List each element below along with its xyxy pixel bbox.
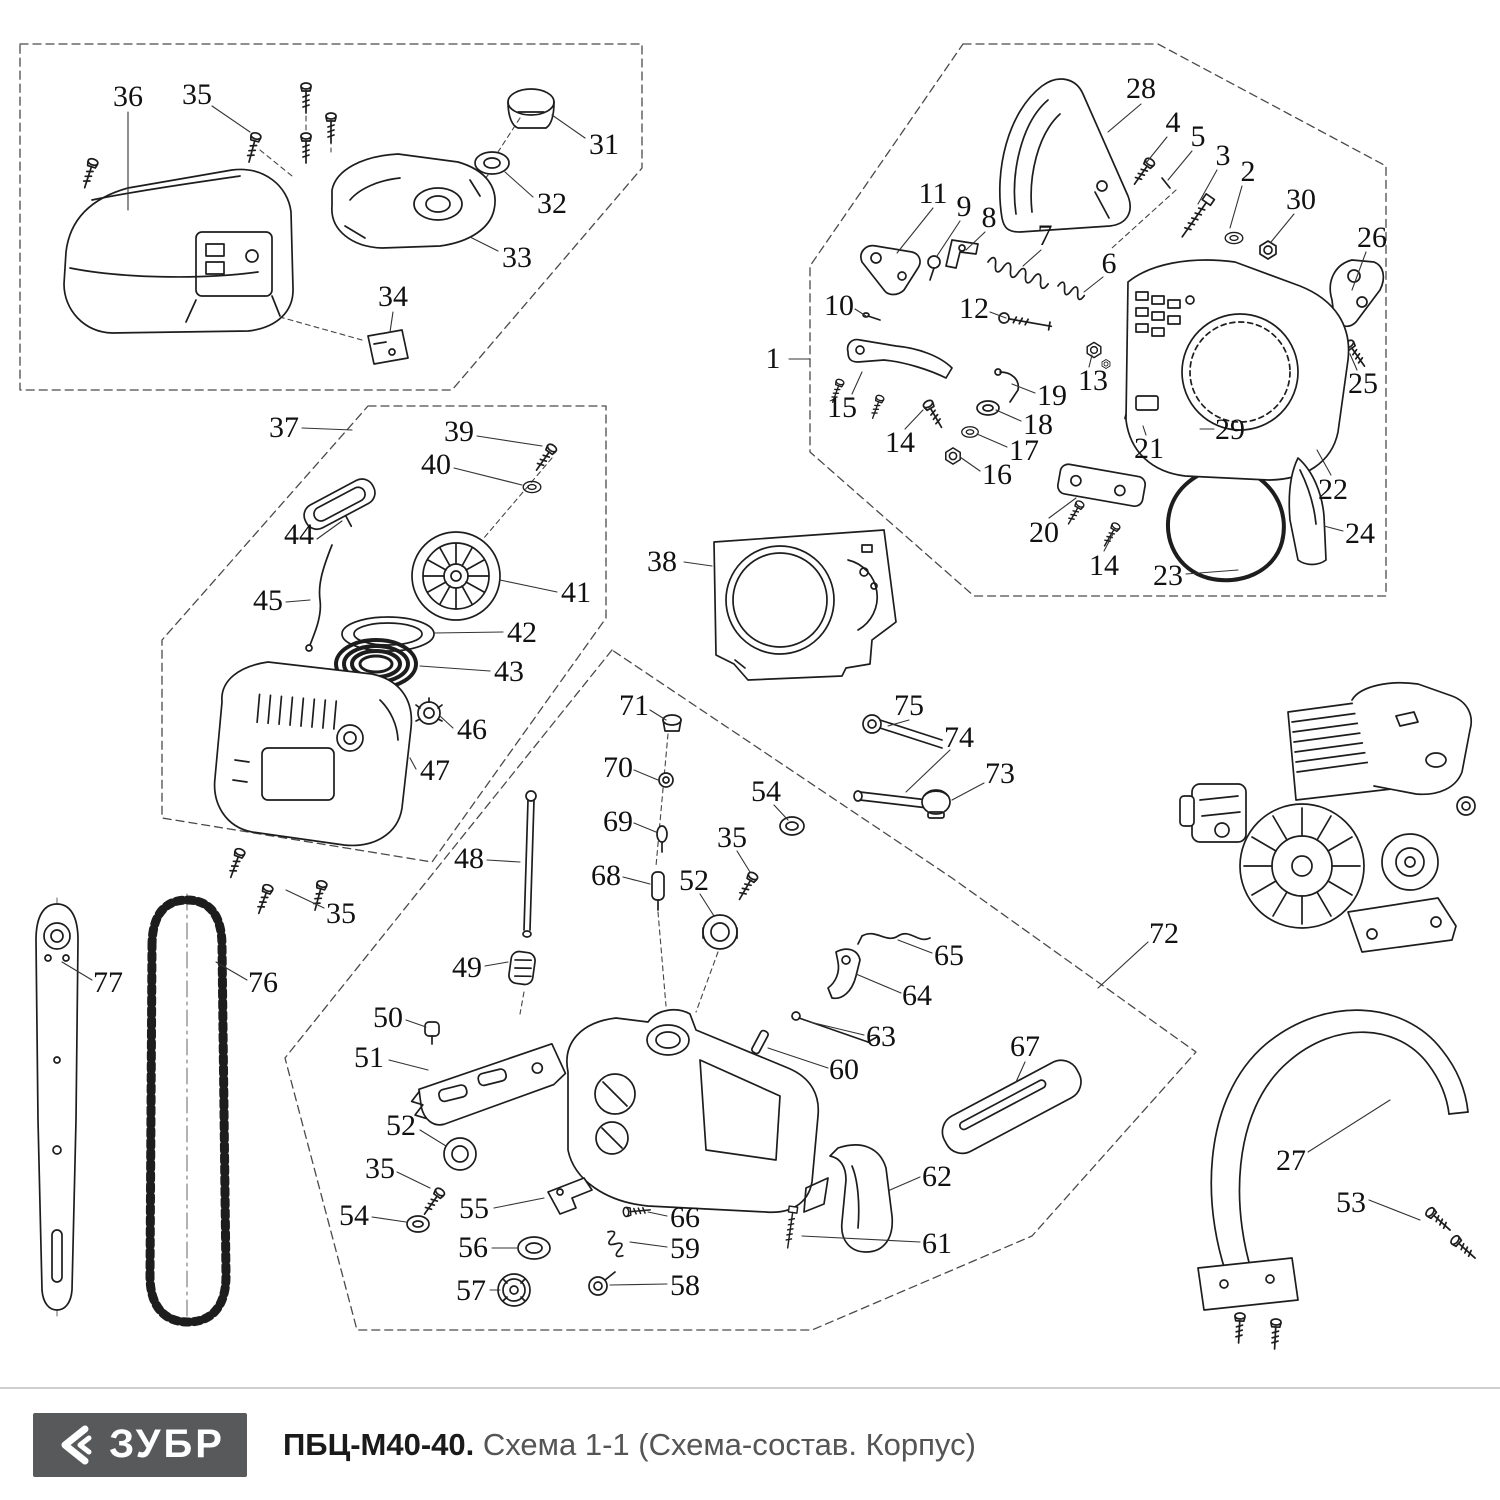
part-10-pin [862,312,881,321]
part-8-lever [945,239,979,269]
part-15-brake-arm [828,338,953,421]
zubr-logo: ЗУБР [33,1412,247,1477]
part-77-guide-bar [35,903,79,1311]
brand-name: ЗУБР [109,1422,225,1466]
part-68-sleeve [651,871,665,911]
part-62-handle-trim [829,1144,894,1253]
part-61-screw [782,1205,799,1250]
region-starter [161,405,607,863]
part-2-3-4-5-fasteners [1129,155,1244,245]
region-tank-body [284,649,1197,1331]
part-36-top-cover [63,168,294,334]
part-57-oil-cap [497,1273,531,1307]
part-19-hook [994,368,1020,403]
part-14-screw-a [921,398,947,431]
part-30-nut [1259,240,1277,260]
region-outlines [19,43,1387,1331]
region-brake-assembly [809,43,1387,597]
part-35-screws-top [79,82,337,191]
part-75-hose [862,714,943,749]
part-52-cap-b [443,1137,477,1171]
part-73-primer [921,789,951,819]
part-34-switch [367,329,409,365]
part-58-grommet [588,1271,616,1296]
part-74-tube [853,790,929,809]
engine-assembly [1179,681,1476,953]
footer-bar: ЗУБР ПБЦ-М40-40. Схема 1-1 (Схема-состав… [0,1387,1500,1500]
part-22-clutch-cover [1125,259,1350,481]
part-54-ring-b [406,1215,430,1233]
part-33-air-filter-cover [331,153,496,249]
part-66-screw [622,1204,652,1218]
document-title: ПБЦ-М40-40. Схема 1-1 (Схема-состав. Кор… [283,1427,976,1463]
part-59-spring [602,1228,629,1260]
part-76-saw-chain [145,895,231,1327]
part-64-trigger [827,948,861,1000]
part-52-cap-a [702,914,738,950]
part-tank-body [566,1009,829,1214]
part-16-nut [945,447,961,465]
part-69-valve [656,825,668,853]
leader-lines [61,103,1421,1291]
part-63-rod [791,1011,878,1043]
part-46-ratchet [415,697,443,725]
part-38-cover-plate [713,529,897,681]
part-65-spring-wire [857,932,931,945]
part-48-pickup-tube [522,790,537,938]
part-17-washer [961,426,979,438]
part-35-screw-d [419,1185,447,1218]
part-67-handle-cover [941,1059,1082,1155]
part-12-bolt [998,312,1053,331]
part-56-ring [517,1236,551,1260]
part-45-starter-rope [305,544,333,652]
part-35-screw-c [734,870,760,903]
part-54-ring-a [779,816,805,836]
part-41-starter-pulley [411,531,501,621]
part-35-screws-starter [225,846,329,916]
part-24-chute [1288,457,1327,566]
part-18-washer [976,400,1000,416]
part-47-starter-housing [213,661,413,847]
part-32-washer [474,151,510,175]
part-13-nut [1086,341,1111,369]
part-31-knob [507,88,555,129]
part-50-grommet [424,1021,440,1045]
part-9-pivot [927,255,941,281]
model-number: ПБЦ-М40-40. [283,1426,475,1462]
part-55-bracket [547,1177,593,1215]
part-27-handlebar [1197,1009,1480,1351]
region-top-covers [19,43,643,391]
part-7-spring [985,255,1052,291]
schema-subtitle: Схема 1-1 (Схема-состав. Корпус) [482,1426,976,1462]
zubr-arrow-icon [61,1425,92,1464]
part-28-hand-guard [999,78,1131,233]
part-60-pin [751,1029,769,1055]
part-40-washer [522,480,542,494]
part-44-starter-grip [303,478,376,531]
part-11-bracket [860,244,921,296]
part-70-grommet [658,772,674,788]
part-49-filter [508,950,536,986]
part-39-screw [531,441,559,474]
part-20-plate [1056,463,1147,549]
part-6-spring [1055,280,1087,302]
part-71-cap [662,714,682,732]
part-51-bumper-plate [410,1042,567,1126]
